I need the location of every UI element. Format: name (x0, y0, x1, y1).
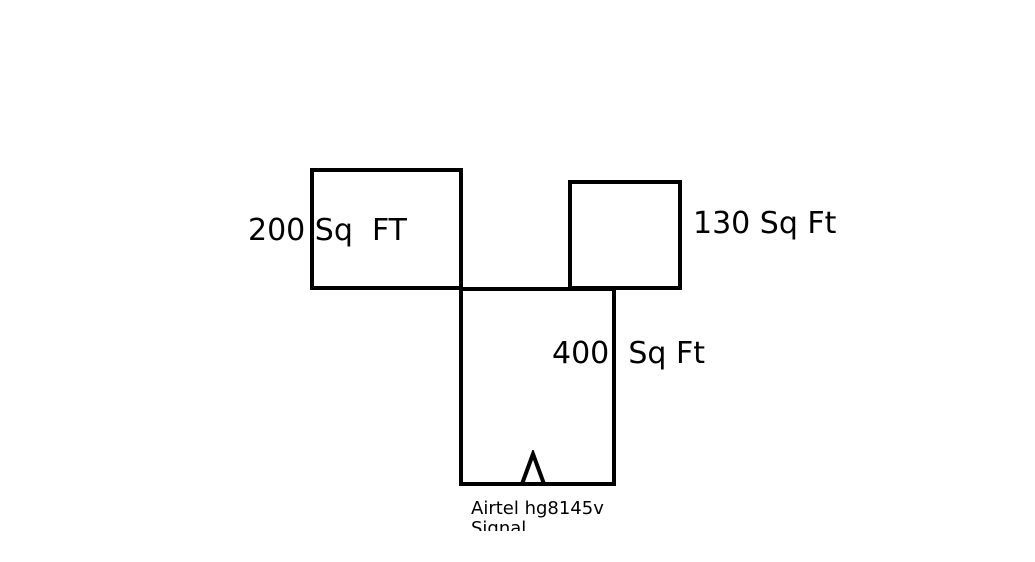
room-200-label: 200 Sq FT (248, 213, 408, 248)
router-caption: Airtel hg8145v Signal (471, 499, 671, 531)
triangle-marker-icon (519, 450, 547, 486)
router-caption-line-2: Signal (471, 518, 527, 532)
router-caption-line-1: Airtel hg8145v (471, 499, 604, 519)
room-130-sqft (568, 180, 682, 290)
room-400-label: 400 Sq Ft (552, 336, 705, 371)
room-200-sqft (310, 168, 463, 290)
room-130-label: 130 Sq Ft (693, 206, 837, 241)
